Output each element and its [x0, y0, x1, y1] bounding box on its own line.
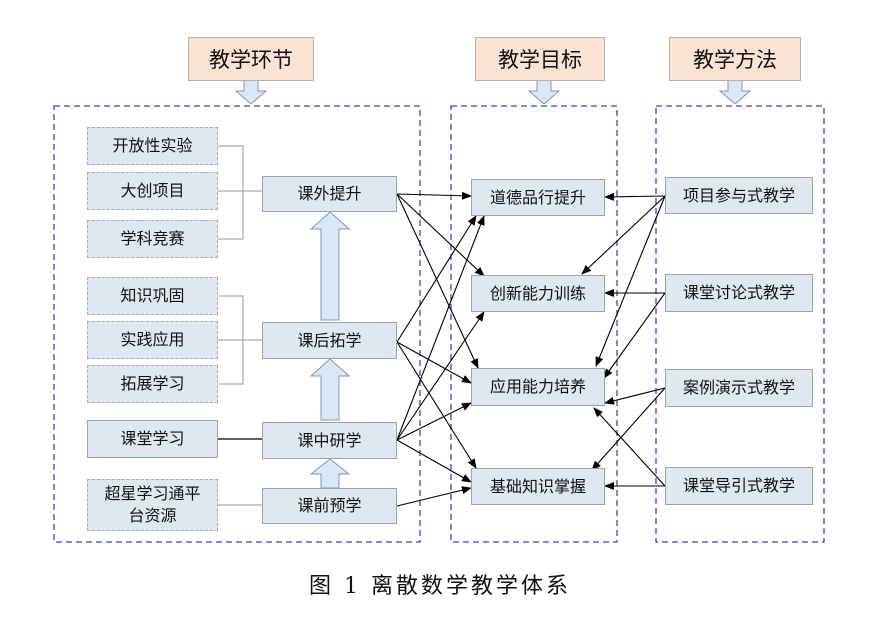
methods-group-frame — [655, 105, 825, 543]
up-arrow-after-to-extra — [309, 211, 351, 321]
arrow-after-moral — [396, 215, 477, 343]
bracket-extracurricular-sources — [218, 145, 262, 240]
arrow-discussion-application — [603, 292, 666, 379]
source-practice-application: 实践应用 — [87, 321, 218, 359]
source-classroom-learning: 课堂学习 — [87, 420, 218, 458]
arrow-extra-innovation — [396, 193, 485, 277]
source-extended-learning: 拓展学习 — [87, 365, 218, 403]
arrow-case-foundation — [591, 387, 666, 471]
arrow-after-foundation — [396, 341, 477, 469]
source-chaoxing-platform: 超星学习通平台资源 — [87, 479, 218, 531]
source-subject-competition: 学科竞赛 — [87, 220, 218, 258]
step-after-class: 课后拓学 — [262, 322, 397, 359]
arrow-in-moral — [396, 215, 485, 441]
source-innovation-project: 大创项目 — [87, 172, 218, 210]
arrow-extra-moral — [396, 191, 472, 200]
step-extracurricular: 课外提升 — [262, 176, 397, 212]
arrow-case-application — [604, 387, 666, 405]
arrow-in-application — [396, 402, 472, 441]
steps-group-frame — [53, 105, 421, 543]
goal-moral: 道德品行提升 — [471, 179, 605, 216]
header-goals: 教学目标 — [475, 37, 605, 81]
arrow-project-moral — [604, 192, 666, 201]
steps-header-down-arrow — [234, 79, 268, 105]
method-discussion: 课堂讨论式教学 — [665, 274, 813, 312]
source-open-experiment: 开放性实验 — [87, 127, 218, 165]
step-pre-class: 课前预学 — [262, 488, 397, 524]
arrow-extra-application — [396, 193, 479, 369]
header-steps: 教学环节 — [188, 37, 314, 81]
goals-group-frame — [450, 105, 618, 543]
goal-foundation: 基础知识掌握 — [471, 468, 605, 505]
source-knowledge-consolidation: 知识巩固 — [87, 277, 218, 315]
methods-header-down-arrow — [718, 79, 752, 105]
goal-innovation: 创新能力训练 — [471, 275, 605, 312]
bracket-after-class-sources — [218, 295, 262, 385]
method-project: 项目参与式教学 — [665, 177, 813, 214]
header-methods: 教学方法 — [669, 37, 801, 81]
arrow-in-foundation — [396, 439, 472, 483]
step-in-class: 课中研学 — [262, 422, 397, 459]
goals-header-down-arrow — [527, 79, 561, 105]
arrow-guided-application — [593, 407, 666, 487]
method-case: 案例演示式教学 — [665, 369, 813, 407]
method-guided: 课堂导引式教学 — [665, 467, 813, 505]
up-arrow-pre-to-in — [309, 458, 351, 489]
arrow-project-innovation — [581, 195, 666, 275]
figure-caption: 图 1 离散数学教学体系 — [309, 574, 571, 599]
goal-application: 应用能力培养 — [471, 368, 605, 406]
arrow-in-innovation — [396, 311, 485, 441]
arrow-pre-foundation — [396, 486, 472, 507]
arrow-after-application — [396, 341, 472, 384]
up-arrow-in-to-after — [309, 358, 351, 421]
arrow-project-application — [595, 195, 666, 367]
